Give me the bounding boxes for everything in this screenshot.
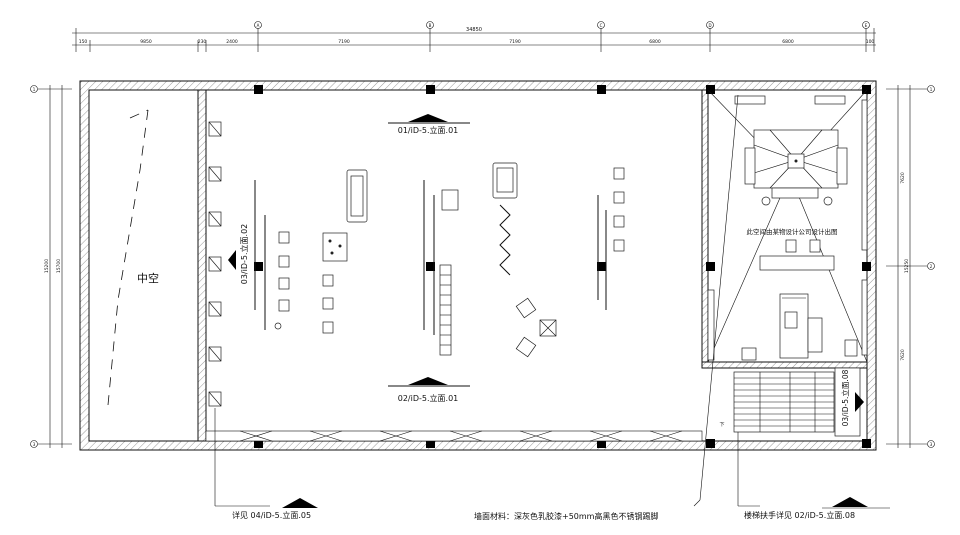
stair-down-mark: 下: [719, 422, 724, 428]
axis-row-2-right: 2: [930, 264, 933, 269]
axis-col-d: D: [708, 23, 711, 28]
elev-02-label: 02/iD-5.立面.01: [398, 393, 459, 403]
dim-seg-4: 2400: [226, 39, 238, 45]
callout-wall-material: 墙面材料：深灰色乳胶漆+50mm高黑色不锈钢踢脚: [474, 511, 658, 521]
dim-seg-7: 6800: [649, 39, 661, 45]
dim-left-total: 15200: [44, 259, 50, 273]
dim-seg-5: 7190: [338, 39, 350, 45]
axis-col-e: E: [865, 23, 868, 28]
elev-03-right-label: 03/iD-5.立面.08: [840, 369, 850, 426]
void-area: 中空: [107, 109, 159, 406]
axis-col-b: B: [429, 23, 432, 28]
axis-col-c: C: [600, 23, 603, 28]
axis-row-1-right: 1: [930, 87, 933, 92]
detail-ref-marker: [282, 498, 318, 508]
row-grid-axes: 1 3 1 2 3 15200 15700 7620 7620 15250: [30, 85, 935, 448]
bottom-window-strip: [205, 430, 703, 442]
axis-col-a: A: [257, 23, 260, 28]
column-grid-axes: A B C D E: [254, 21, 870, 29]
callout-leaders: [214, 94, 890, 509]
axis-row-3-right: 3: [930, 442, 933, 447]
dim-seg-1: 150: [79, 39, 88, 45]
structural-columns: [254, 85, 871, 448]
dim-right-total: 15250: [904, 259, 910, 273]
dim-seg-2: 9850: [140, 39, 152, 45]
axis-row-3-left: 3: [33, 442, 36, 447]
elevation-markers: 01/iD-5.立面.01 02/iD-5.立面.01 03/iD-5.立面.0…: [228, 114, 864, 426]
shelving-unit: [439, 264, 452, 356]
right-room: 此空间由某物设计公司设计出图: [707, 89, 868, 363]
callout-stair-handrail: 楼梯扶手详见 02/iD-5.立面.08: [744, 510, 855, 520]
wall-display-panels: [208, 121, 222, 407]
dim-seg-3: 230: [198, 39, 207, 45]
dim-left-sub: 15700: [56, 259, 62, 273]
axis-row-1-left: 1: [33, 87, 36, 92]
staircase: 下: [719, 367, 861, 437]
elev-01-label: 01/iD-5.立面.01: [398, 125, 459, 135]
top-dimension-chain: 34850 150 9850 230 2400 7190 7190 6800 6…: [72, 27, 876, 52]
callout-detail-ref: 详见 04/iD-5.立面.05: [232, 510, 311, 520]
stair-ref-marker: [832, 497, 868, 507]
furniture-main-hall: [274, 162, 625, 358]
dim-seg-8: 6800: [782, 39, 794, 45]
dim-seg-9: 100: [866, 39, 875, 45]
dim-seg-6: 7190: [509, 39, 521, 45]
dim-right-top: 7620: [900, 172, 906, 184]
elev-03-left-label: 03/iD-5.立面.02: [239, 224, 249, 285]
display-partitions: [254, 180, 607, 335]
dim-right-bottom: 7620: [900, 349, 906, 361]
company-text: 此空间由某物设计公司设计出图: [747, 227, 838, 236]
void-label: 中空: [137, 271, 159, 285]
dim-total: 34850: [466, 27, 482, 33]
